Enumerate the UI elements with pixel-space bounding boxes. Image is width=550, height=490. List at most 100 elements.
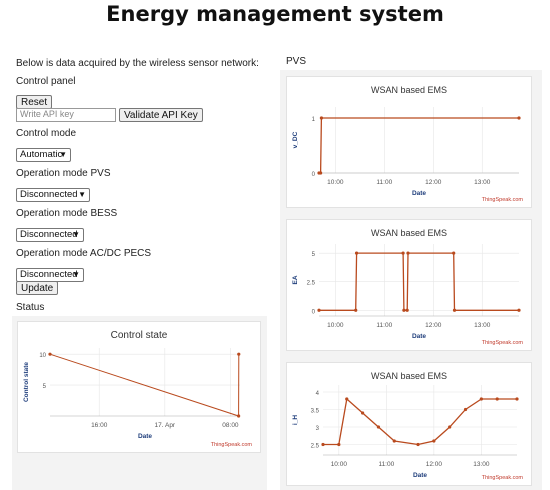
x-tick-label: 11:00 [376,179,392,186]
y-tick-label: 2.5 [311,444,320,450]
y-axis-label: EA [292,275,299,284]
chevron-down-icon: ▼ [72,230,80,239]
thingspeak-credit: ThingSpeak.com [482,340,524,346]
x-tick-label: 08:00 [222,422,239,429]
data-point [432,439,436,443]
page-title: Energy management system [106,2,444,26]
pecs-mode-select[interactable]: Disconnected ▼ [16,268,84,282]
thingspeak-credit: ThingSpeak.com [482,475,524,481]
y-tick-label: 4 [316,391,320,397]
series-line [323,397,517,446]
validate-api-key-button[interactable]: Validate API Key [119,108,203,122]
data-point [360,411,365,415]
data-point [479,397,483,401]
x-tick-label: 17. Apr [155,422,176,429]
data-point [401,251,405,255]
x-axis-label: Date [138,433,152,440]
chevron-down-icon: ▼ [59,150,67,159]
chart-title: WSAN based EMS [371,228,447,238]
x-tick-label: 13:00 [473,461,490,468]
pecs-mode-value: Disconnected [20,269,78,280]
x-tick-label: 16:00 [91,422,108,429]
y-tick-label: 2.5 [307,281,316,287]
chevron-down-icon: ▼ [78,190,86,199]
x-tick-label: 11:00 [376,322,392,329]
control-panel-label: Control panel [16,76,76,87]
ih-chart: WSAN based EMS 2.5 3 3.5 4 10:00 11:00 12:00 13:… [286,362,532,486]
pecs-mode-label: Operation mode AC/DC PECS [16,248,152,259]
y-tick-label: 10 [39,353,46,359]
data-point [452,251,456,255]
intro-text: Below is data acquired by the wireless s… [16,58,259,69]
data-point [319,116,324,120]
x-tick-label: 10:00 [331,461,348,468]
chevron-down-icon: ▼ [72,270,80,279]
series-line [319,252,519,311]
pvs-heading: PVS [286,56,307,67]
data-point [405,308,409,312]
x-tick-label: 10:00 [327,322,344,329]
reset-button[interactable]: Reset [16,95,53,109]
data-point [321,442,325,447]
pvs-mode-value: Disconnected [20,189,78,200]
data-point [354,308,358,312]
data-point [452,308,457,312]
data-point [517,116,521,120]
y-axis-label: v_DC [292,131,299,148]
data-point [495,397,499,401]
data-point [376,425,381,429]
data-point [345,397,349,401]
bess-mode-label: Operation mode BESS [16,208,118,219]
x-tick-label: 10:00 [327,179,344,186]
pvs-mode-select[interactable]: Disconnected ▼ [16,188,90,202]
y-tick-label: 1 [312,117,316,123]
data-point [402,308,406,312]
control-mode-label: Control mode [16,128,77,139]
data-point [48,352,52,356]
y-tick-label: 3.5 [311,409,320,415]
data-point [237,414,241,418]
chart-title: Control state [111,330,168,341]
bess-mode-select[interactable]: Disconnected ▼ [16,228,84,242]
control-mode-select[interactable]: Automatic ▼ [16,148,71,162]
data-point [354,251,359,255]
bess-mode-value: Disconnected [20,229,78,240]
x-tick-label: 12:00 [426,461,443,468]
chart-title: WSAN based EMS [371,85,447,95]
x-tick-label: 13:00 [474,322,491,329]
control-mode-value: Automatic [20,149,63,160]
y-tick-label: 5 [43,384,47,390]
x-axis-label: Date [412,333,426,340]
data-point [448,425,452,429]
y-tick-label: 0 [312,172,316,178]
data-point [237,352,241,356]
data-point [337,442,341,447]
y-tick-label: 5 [312,252,316,258]
x-axis-label: Date [413,472,427,479]
series-line [319,117,519,174]
data-point [392,439,396,443]
pvs-mode-label: Operation mode PVS [16,168,111,179]
ea-chart: WSAN based EMS 0 2.5 5 10:00 11:00 12:00 13:00D… [286,219,532,351]
chart-title: WSAN based EMS [371,371,447,381]
data-point [406,251,410,255]
y-axis-label: Control state [23,362,30,402]
thingspeak-credit: ThingSpeak.com [211,442,253,448]
data-point [515,397,519,401]
update-button[interactable]: Update [16,281,59,295]
x-tick-label: 11:00 [378,461,394,468]
api-key-input[interactable]: Write API key [16,108,116,122]
x-tick-label: 12:00 [425,179,442,186]
vdc-chart: WSAN based EMS 0 1 10:00 11:00 12:00 13:00Date… [286,76,532,208]
y-axis-label: i_H [292,415,299,425]
data-point [319,171,323,175]
x-tick-label: 12:00 [425,322,442,329]
x-tick-label: 13:00 [474,179,491,186]
data-point [317,308,321,312]
status-label: Status [16,302,45,313]
y-tick-label: 3 [316,426,320,432]
x-axis-label: Date [412,190,426,197]
thingspeak-credit: ThingSpeak.com [482,197,524,203]
y-tick-label: 0 [312,309,316,315]
data-point [416,442,420,447]
